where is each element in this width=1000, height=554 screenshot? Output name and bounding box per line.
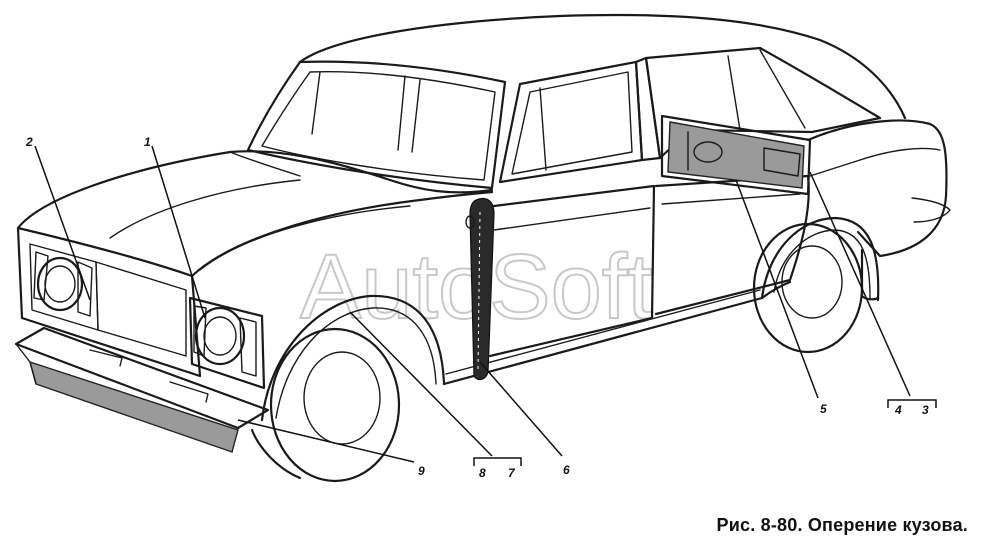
leader-lines — [34, 145, 937, 466]
callout-labels: 1 2 3 4 5 6 7 8 9 — [25, 135, 929, 480]
left-headlamp-housing — [29, 243, 99, 331]
callout-7: 7 — [508, 466, 516, 480]
rear-inner-panel — [660, 114, 812, 196]
callout-2: 2 — [25, 135, 33, 149]
figure-caption: Рис. 8-80. Оперение кузова. — [716, 515, 968, 535]
callout-8: 8 — [479, 466, 486, 480]
callout-4: 4 — [894, 403, 902, 417]
callout-6: 6 — [563, 463, 570, 477]
right-headlamp-housing — [188, 296, 266, 390]
front-apron-panel — [14, 326, 270, 453]
callout-1: 1 — [144, 135, 151, 149]
callout-3: 3 — [922, 403, 929, 417]
callout-5: 5 — [820, 402, 827, 416]
callout-9: 9 — [418, 464, 425, 478]
car-body — [14, 13, 951, 483]
a-pillar-seal — [469, 197, 495, 381]
